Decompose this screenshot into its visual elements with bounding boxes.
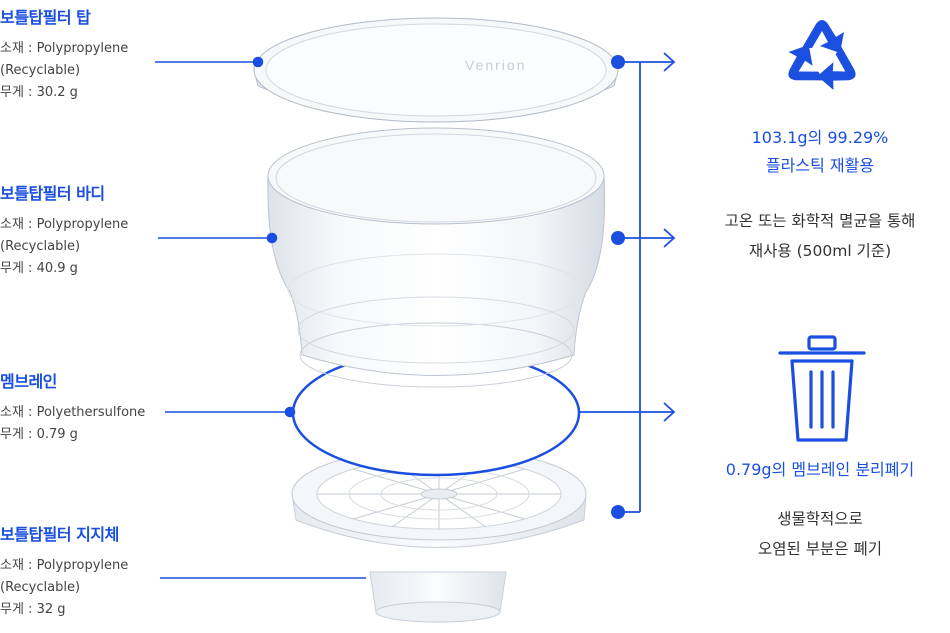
part-top-material: 소재 : Polypropylene [0, 41, 129, 56]
arrow-dispose [663, 402, 676, 422]
part-top-weight: 무게 : 30.2 g [0, 85, 78, 100]
leader-dot-body [266, 232, 278, 244]
recycle-headline-2: 플라스틱 재활용 [765, 156, 875, 175]
part-body-recyclable: (Recyclable) [0, 239, 81, 254]
connector-dot-support [611, 505, 625, 519]
dispose-desc-2: 오염된 부분은 폐기 [758, 540, 882, 558]
part-body-material: 소재 : Polypropylene [0, 217, 129, 232]
recycle-desc-2: 재사용 (500ml 기준) [748, 242, 892, 260]
dispose-block: 0.79g의 멤브레인 분리폐기 [690, 456, 950, 484]
arrow-recycle-top [663, 52, 676, 72]
part-support: 보틀탑필터 지지체 소재 : Polypropylene (Recyclable… [0, 525, 240, 621]
part-top: 보틀탑필터 탑 소재 : Polypropylene (Recyclable) … [0, 8, 240, 104]
connector-dot-top [611, 55, 625, 69]
part-membrane-weight: 무게 : 0.79 g [0, 427, 78, 442]
recycle-desc-1: 고온 또는 화학적 멸균을 통해 [724, 212, 916, 230]
part-support-material: 소재 : Polypropylene [0, 558, 129, 573]
dispose-desc: 생물학적으로 오염된 부분은 폐기 [690, 504, 950, 564]
leader-dot-top [252, 56, 264, 68]
leader-dot-membrane [284, 406, 296, 418]
part-membrane: 멤브레인 소재 : Polyethersulfone 무게 : 0.79 g [0, 372, 240, 446]
lid-brand-text: Venrion [465, 57, 526, 73]
recycle-headline-1: 103.1g의 99.29% [751, 128, 889, 147]
trash-icon [778, 335, 866, 442]
part-support-weight: 무게 : 32 g [0, 602, 66, 617]
body-illustration [267, 127, 606, 388]
part-body: 보틀탑필터 바디 소재 : Polypropylene (Recyclable)… [0, 184, 240, 280]
part-body-title: 보틀탑필터 바디 [0, 184, 105, 203]
recycle-block: 103.1g의 99.29% 플라스틱 재활용 [690, 124, 950, 180]
part-membrane-material: 소재 : Polyethersulfone [0, 405, 146, 420]
part-top-recyclable: (Recyclable) [0, 63, 81, 78]
recycle-icon [778, 20, 865, 97]
part-support-recyclable: (Recyclable) [0, 580, 81, 595]
part-top-title: 보틀탑필터 탑 [0, 8, 91, 27]
dispose-headline: 0.79g의 멤브레인 분리폐기 [725, 460, 915, 479]
part-support-title: 보틀탑필터 지지체 [0, 525, 119, 544]
recycle-desc: 고온 또는 화학적 멸균을 통해 재사용 (500ml 기준) [690, 206, 950, 266]
lid-illustration: Venrion [253, 17, 619, 123]
connector-dot-body [611, 231, 625, 245]
support-illustration [291, 447, 587, 623]
part-body-weight: 무게 : 40.9 g [0, 261, 78, 276]
dispose-desc-1: 생물학적으로 [777, 510, 863, 528]
arrow-recycle-body [663, 228, 676, 248]
part-membrane-title: 멤브레인 [0, 372, 57, 391]
